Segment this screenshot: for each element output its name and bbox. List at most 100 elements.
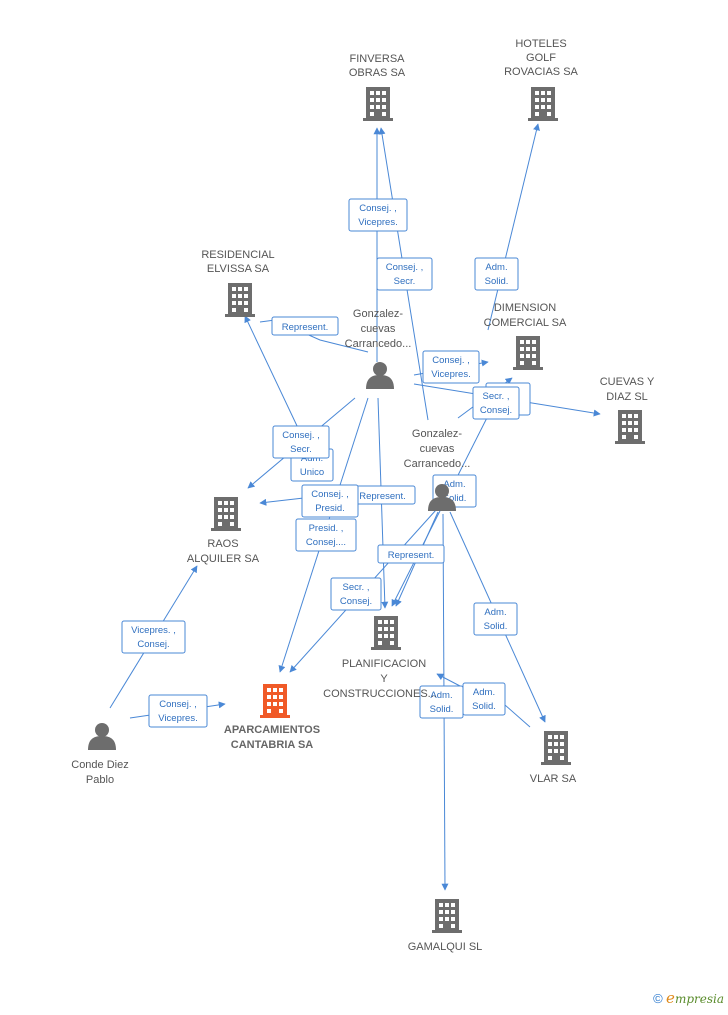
svg-text:Adm.: Adm. bbox=[443, 479, 465, 490]
node-residencial-elvissa-sa[interactable]: RESIDENCIAL ELVISSA SA bbox=[201, 249, 275, 317]
svg-text:Consej. ,: Consej. , bbox=[311, 489, 349, 500]
building-icon bbox=[225, 283, 255, 317]
edge-label: Represent. bbox=[377, 544, 445, 564]
svg-text:Consej. ,: Consej. , bbox=[432, 355, 470, 366]
person-icon bbox=[88, 723, 116, 750]
svg-text:DIMENSION: DIMENSION bbox=[494, 302, 556, 314]
svg-text:COMERCIAL SA: COMERCIAL SA bbox=[484, 317, 567, 329]
svg-text:Secr.: Secr. bbox=[290, 444, 312, 455]
svg-text:VLAR SA: VLAR SA bbox=[530, 773, 577, 785]
edge bbox=[244, 315, 299, 429]
edge bbox=[487, 123, 540, 331]
edge-label: Consej. , Secr. bbox=[376, 257, 433, 291]
node-finversa-obras-sa[interactable]: FINVERSA OBRAS SA bbox=[349, 53, 406, 121]
svg-text:Solid.: Solid. bbox=[484, 621, 508, 632]
svg-text:Vicepres.: Vicepres. bbox=[158, 713, 197, 724]
building-icon bbox=[371, 616, 401, 650]
node-person-gonzalez-cuevas-1[interactable]: Gonzalez- cuevas Carrancedo... bbox=[345, 308, 412, 389]
svg-text:CONSTRUCCIONES...: CONSTRUCCIONES... bbox=[323, 688, 437, 700]
svg-text:Consej. ,: Consej. , bbox=[282, 430, 320, 441]
svg-text:PLANIFICACION: PLANIFICACION bbox=[342, 658, 426, 670]
building-icon bbox=[363, 87, 393, 121]
building-icon bbox=[211, 497, 241, 531]
svg-text:Consej....: Consej.... bbox=[306, 537, 346, 548]
edge-label: Secr. , Consej. bbox=[472, 386, 520, 420]
svg-text:Presid.: Presid. bbox=[315, 503, 345, 514]
building-icon bbox=[615, 410, 645, 444]
node-gamalqui-sl[interactable]: GAMALQUI SL bbox=[408, 899, 483, 953]
svg-text:GOLF: GOLF bbox=[526, 52, 556, 64]
svg-text:Y: Y bbox=[380, 673, 388, 685]
svg-text:Gonzalez-: Gonzalez- bbox=[353, 308, 403, 320]
svg-text:cuevas: cuevas bbox=[420, 443, 455, 455]
edge-label: Consej. , Presid. bbox=[301, 484, 359, 518]
building-icon bbox=[541, 731, 571, 765]
node-dimension-comercial-sa[interactable]: DIMENSION COMERCIAL SA bbox=[484, 302, 567, 370]
edge-label: Consej. , Vicepres. bbox=[148, 694, 208, 728]
svg-text:Secr. ,: Secr. , bbox=[483, 391, 510, 402]
svg-text:Solid.: Solid. bbox=[443, 493, 467, 504]
svg-text:Solid.: Solid. bbox=[485, 276, 509, 287]
building-icon bbox=[432, 899, 462, 933]
svg-text:ELVISSA SA: ELVISSA SA bbox=[207, 263, 270, 275]
svg-text:cuevas: cuevas bbox=[361, 323, 396, 335]
edge-label: Adm. Solid. bbox=[419, 685, 464, 719]
svg-text:Consej. ,: Consej. , bbox=[159, 699, 197, 710]
svg-text:ROVACIAS SA: ROVACIAS SA bbox=[504, 66, 578, 78]
svg-text:Presid. ,: Presid. , bbox=[309, 523, 344, 534]
svg-text:FINVERSA: FINVERSA bbox=[349, 53, 405, 65]
svg-text:Adm.: Adm. bbox=[473, 687, 495, 698]
svg-text:Solid.: Solid. bbox=[430, 704, 454, 715]
svg-text:RESIDENCIAL: RESIDENCIAL bbox=[201, 249, 274, 261]
svg-text:Consej.: Consej. bbox=[340, 596, 372, 607]
edge-label: Consej. , Vicepres. bbox=[422, 350, 480, 384]
svg-text:Vicepres.: Vicepres. bbox=[431, 369, 470, 380]
edge-label: Represent. bbox=[271, 316, 339, 336]
node-aparcamientos-cantabria-sa[interactable]: APARCAMIENTOS CANTABRIA SA bbox=[224, 684, 320, 751]
svg-text:DIAZ SL: DIAZ SL bbox=[606, 391, 648, 403]
svg-text:RAOS: RAOS bbox=[207, 538, 238, 550]
svg-text:Consej.: Consej. bbox=[137, 639, 169, 650]
person-icon bbox=[366, 362, 394, 389]
svg-text:OBRAS SA: OBRAS SA bbox=[349, 67, 406, 79]
svg-text:Represent.: Represent. bbox=[282, 322, 328, 333]
edge-label: Presid. , Consej.... bbox=[295, 518, 357, 552]
svg-text:Consej. ,: Consej. , bbox=[359, 203, 397, 214]
node-person-gonzalez-cuevas-2[interactable]: Gonzalez- cuevas Carrancedo... bbox=[404, 428, 471, 511]
svg-text:CUEVAS Y: CUEVAS Y bbox=[600, 376, 655, 388]
edge-label: Consej. , Secr. bbox=[272, 425, 330, 459]
svg-text:Represent.: Represent. bbox=[388, 550, 434, 561]
copyright-icon: © bbox=[653, 991, 663, 1006]
edge-label: Vicepres. , Consej. bbox=[121, 620, 186, 654]
edge-label: Adm. Solid. bbox=[474, 257, 519, 291]
svg-text:Represent.: Represent. bbox=[359, 491, 405, 502]
edge-label: Adm. Solid. bbox=[462, 682, 506, 716]
svg-text:Adm.: Adm. bbox=[484, 607, 506, 618]
svg-text:HOTELES: HOTELES bbox=[515, 38, 566, 50]
svg-text:Secr. ,: Secr. , bbox=[343, 582, 370, 593]
svg-text:Vicepres. ,: Vicepres. , bbox=[131, 625, 176, 636]
svg-text:Conde Diez: Conde Diez bbox=[71, 759, 128, 771]
svg-text:Secr.: Secr. bbox=[394, 276, 416, 287]
node-cuevas-y-diaz-sl[interactable]: CUEVAS Y DIAZ SL bbox=[600, 376, 655, 444]
node-person-conde-diez-pablo[interactable]: Conde Diez Pablo bbox=[71, 723, 129, 786]
svg-text:Carrancedo...: Carrancedo... bbox=[345, 338, 412, 350]
svg-text:APARCAMIENTOS: APARCAMIENTOS bbox=[224, 724, 320, 736]
node-vlar-sa[interactable]: VLAR SA bbox=[530, 731, 577, 785]
node-raos-alquiler-sa[interactable]: RAOS ALQUILER SA bbox=[187, 497, 260, 565]
node-hoteles-golf-rovacias-sa[interactable]: HOTELES GOLF ROVACIAS SA bbox=[504, 38, 579, 121]
building-icon bbox=[528, 87, 558, 121]
edge-label: Secr. , Consej. bbox=[330, 577, 382, 611]
svg-text:Adm.: Adm. bbox=[485, 262, 507, 273]
nodes-layer: FINVERSA OBRAS SA HOTELES GOLF ROVACIAS … bbox=[71, 38, 655, 953]
svg-text:Vicepres.: Vicepres. bbox=[358, 217, 397, 228]
building-icon bbox=[260, 684, 290, 718]
svg-text:Solid.: Solid. bbox=[472, 701, 496, 712]
svg-text:Unico: Unico bbox=[300, 467, 324, 478]
building-icon bbox=[513, 336, 543, 370]
edge-label: Represent. bbox=[349, 485, 416, 505]
node-planificacion-y-construcciones[interactable]: PLANIFICACION Y CONSTRUCCIONES... bbox=[323, 616, 437, 700]
empresia-logo: empresia bbox=[666, 989, 724, 1007]
svg-text:Gonzalez-: Gonzalez- bbox=[412, 428, 462, 440]
